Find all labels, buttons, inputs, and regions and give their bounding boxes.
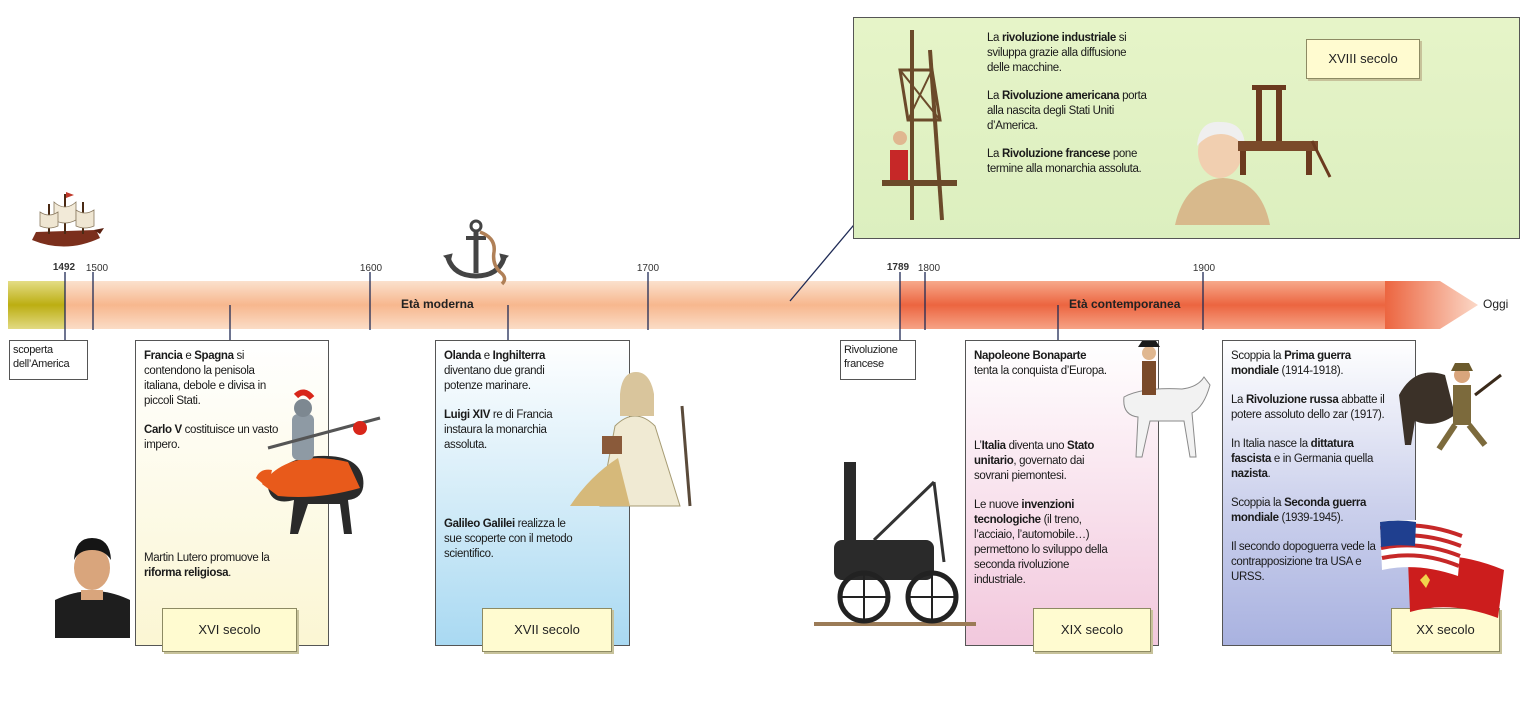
- xvii-paragraph-2: Luigi XIV re di Francia instaura la mona…: [444, 409, 553, 451]
- ship-illustration: [32, 192, 104, 247]
- xx-paragraph-1: Scoppia la Prima guerra mondiale (1914-1…: [1231, 350, 1351, 377]
- connector-xviii: [789, 219, 859, 302]
- napoleon-on-horse-illustration: [1123, 341, 1211, 458]
- tick-label-1600: 1600: [359, 263, 383, 274]
- panel-xix-century: Napoleone Bonaparte tenta la conquista d…: [965, 340, 1159, 646]
- panel-xx-text: Scoppia la Prima guerra mondiale (1914-1…: [1231, 349, 1396, 599]
- xix-paragraph-3: Le nuove invenzioni tecnologiche (il tre…: [974, 499, 1108, 586]
- label-xvii-century: XVII secolo: [482, 608, 612, 652]
- label-xix-century: XIX secolo: [1033, 608, 1151, 652]
- anchor-illustration: [443, 219, 509, 286]
- washington-portrait: [1175, 121, 1270, 225]
- timeline-contemporary-band: [900, 281, 1440, 329]
- wwi-soldiers-illustration: [1399, 363, 1502, 451]
- xviii-paragraph-2: La Rivoluzione americana porta alla nasc…: [987, 90, 1147, 132]
- era-label-modern: Età moderna: [401, 297, 474, 311]
- xvi-paragraph-3-wrap: Martin Lutero promuove la riforma religi…: [144, 551, 284, 595]
- xx-paragraph-4: Scoppia la Seconda guerra mondiale (1939…: [1231, 497, 1367, 524]
- xx-paragraph-5: Il secondo dopoguerra vede la contrappos…: [1231, 541, 1376, 583]
- tick-label-1900: 1900: [1192, 263, 1216, 274]
- usa-ussr-flags-illustration: [1380, 520, 1504, 618]
- knight-on-horse-illustration: [256, 389, 381, 534]
- panel-xvi-text: Francia e Spagna si contendono la peniso…: [144, 349, 279, 467]
- era-label-contemporary: Età contemporanea: [1069, 297, 1181, 311]
- event-revolution-line1: Rivoluzione: [844, 344, 898, 356]
- xix-paragraph-1: Napoleone Bonaparte tenta la conquista d…: [974, 350, 1107, 377]
- panel-xviii-text: La rivoluzione industriale si sviluppa g…: [987, 31, 1147, 190]
- label-xviii-century: XVIII secolo: [1306, 39, 1420, 79]
- xvii-paragraph-3-wrap: Galileo Galilei realizza le sue scoperte…: [444, 517, 584, 576]
- panel-xvii-text: Olanda e Inghilterra diventano due grand…: [444, 349, 579, 467]
- timeline-arrow-head: [1385, 281, 1478, 329]
- xviii-paragraph-3: La Rivoluzione francese pone termine all…: [987, 148, 1142, 175]
- xvi-paragraph-3: Martin Lutero promuove la riforma religi…: [144, 552, 270, 579]
- event-revolution-line2: francese: [844, 358, 884, 370]
- label-xvi-century: XVI secolo: [162, 608, 297, 652]
- xvi-paragraph-2: Carlo V costituisce un vasto impero.: [144, 424, 279, 451]
- tick-label-1800: 1800: [917, 263, 941, 274]
- event-discovery-of-america: scoperta dell’America: [9, 340, 88, 380]
- tick-label-1500: 1500: [85, 263, 109, 274]
- louis-xiv-illustration: [570, 372, 692, 507]
- guillotine-illustration: [1238, 85, 1332, 178]
- tick-label-1492: 1492: [52, 262, 76, 273]
- event-discovery-line1: scoperta: [13, 344, 53, 356]
- steam-locomotive-illustration: [814, 462, 976, 626]
- xvii-paragraph-1: Olanda e Inghilterra diventano due grand…: [444, 350, 546, 392]
- timeline-modern-band: [65, 281, 900, 329]
- xvii-paragraph-3: Galileo Galilei realizza le sue scoperte…: [444, 518, 573, 560]
- xx-paragraph-2: La Rivoluzione russa abbatte il potere a…: [1231, 394, 1385, 421]
- tick-label-1700: 1700: [636, 263, 660, 274]
- xx-paragraph-3: In Italia nasce la dittatura fascista e …: [1231, 438, 1374, 480]
- xvi-paragraph-1: Francia e Spagna si contendono la peniso…: [144, 350, 266, 407]
- spinning-machine-illustration: [882, 30, 957, 221]
- timeline-start-segment: [8, 281, 65, 329]
- event-discovery-line2: dell’America: [13, 358, 70, 370]
- tick-label-1789: 1789: [886, 262, 910, 273]
- event-french-revolution: Rivoluzione francese: [840, 340, 916, 380]
- panel-xx-century: Scoppia la Prima guerra mondiale (1914-1…: [1222, 340, 1416, 646]
- usa-flag: [1380, 520, 1463, 576]
- timeline-end-label: Oggi: [1483, 297, 1509, 311]
- label-xx-century: XX secolo: [1391, 608, 1500, 652]
- martin-luther-portrait: [55, 538, 130, 638]
- xviii-paragraph-1: La rivoluzione industriale si sviluppa g…: [987, 32, 1127, 74]
- xix-paragraph-2: L’Italia diventa uno Stato unitario, gov…: [974, 440, 1095, 482]
- panel-xix-text: Napoleone Bonaparte tenta la conquista d…: [974, 349, 1114, 602]
